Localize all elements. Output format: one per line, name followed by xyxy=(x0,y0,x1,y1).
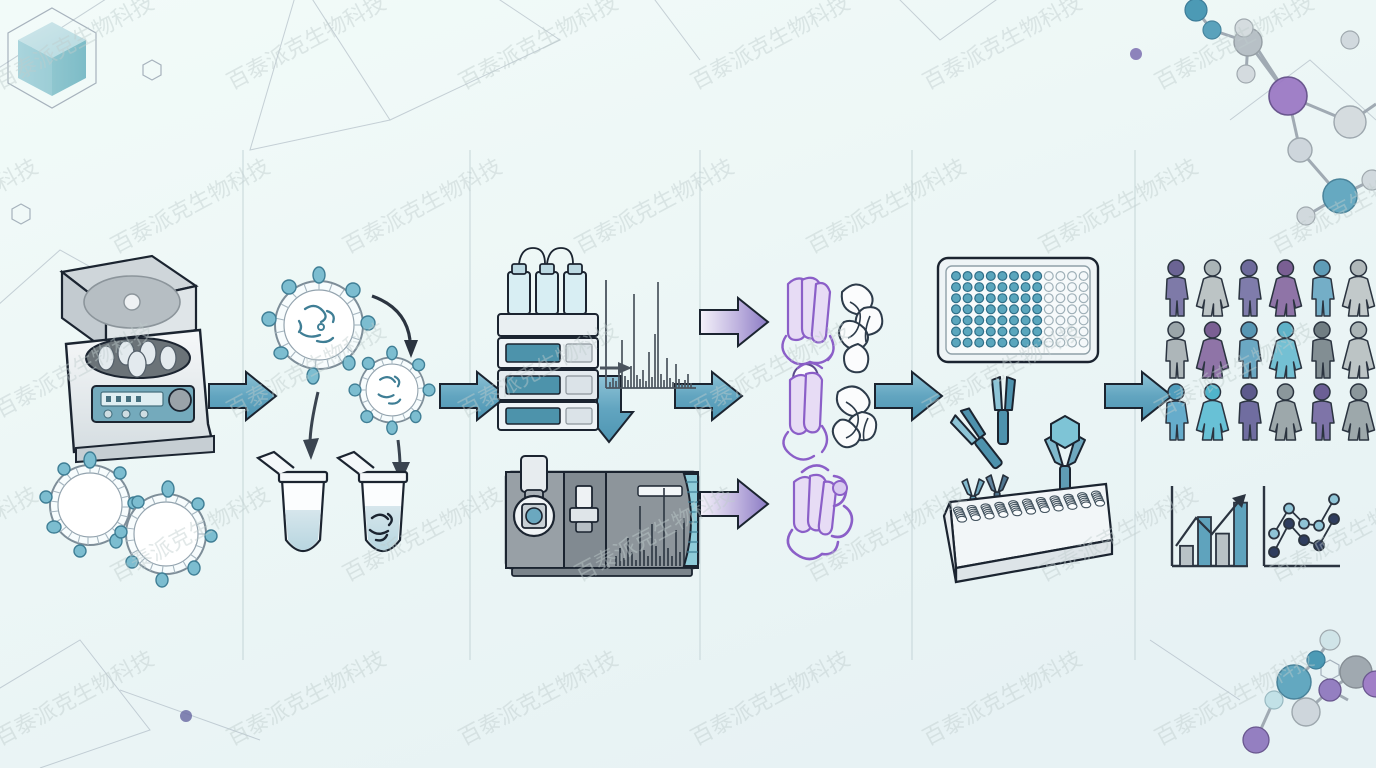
person-figure-icon xyxy=(1165,383,1189,441)
microcentrifuge-tube-icon xyxy=(255,450,409,553)
person-figure-icon xyxy=(1195,383,1230,441)
person-figure-icon xyxy=(1238,259,1262,317)
flow-arrow-icon xyxy=(439,369,509,423)
purple-flow-arrow-icon xyxy=(699,477,770,531)
person-figure-icon xyxy=(1341,383,1376,441)
person-figure-icon xyxy=(1165,259,1189,317)
person-figure-icon xyxy=(1341,321,1376,379)
person-figure-icon xyxy=(1165,321,1189,379)
person-figure-icon xyxy=(1341,259,1376,317)
cohort-figures xyxy=(1165,259,1376,441)
mass-spectrum-icon xyxy=(605,280,696,389)
molecule-icon xyxy=(1184,0,1376,226)
person-figure-icon xyxy=(1238,383,1262,441)
person-figure-icon xyxy=(1268,259,1303,317)
flow-arrow-icon xyxy=(874,369,944,423)
centrifuge-icon xyxy=(59,254,215,464)
exosome-vesicle-icon xyxy=(261,266,436,482)
cube-logo-icon xyxy=(18,22,86,96)
flow-arrow-icon xyxy=(208,369,278,423)
line-chart-icon xyxy=(1262,486,1340,568)
molecule-icon xyxy=(1242,629,1376,754)
person-figure-icon xyxy=(1311,383,1335,441)
bar-chart-icon xyxy=(1170,486,1248,568)
person-figure-icon xyxy=(1268,321,1303,379)
flow-arrow-icon xyxy=(674,369,744,423)
person-figure-icon xyxy=(1311,259,1335,317)
antibody-icon xyxy=(949,376,1086,514)
flow-arrow-icon xyxy=(1104,369,1174,423)
purple-flow-arrow-icon xyxy=(699,295,770,349)
person-figure-icon xyxy=(1311,321,1335,379)
person-figure-icon xyxy=(1195,259,1230,317)
exosome-vesicle-icon xyxy=(39,451,218,588)
96-well-plate-icon xyxy=(936,256,1100,364)
protein-structure-icon xyxy=(781,276,884,561)
lc-instrument-icon xyxy=(497,247,632,431)
person-figure-icon xyxy=(1195,321,1230,379)
mass-spectrometer-icon xyxy=(504,455,700,577)
antigen-hexagon-icon xyxy=(1050,414,1080,450)
assay-plate-3d-icon xyxy=(942,482,1114,584)
person-figure-icon xyxy=(1268,383,1303,441)
person-figure-icon xyxy=(1238,321,1262,379)
